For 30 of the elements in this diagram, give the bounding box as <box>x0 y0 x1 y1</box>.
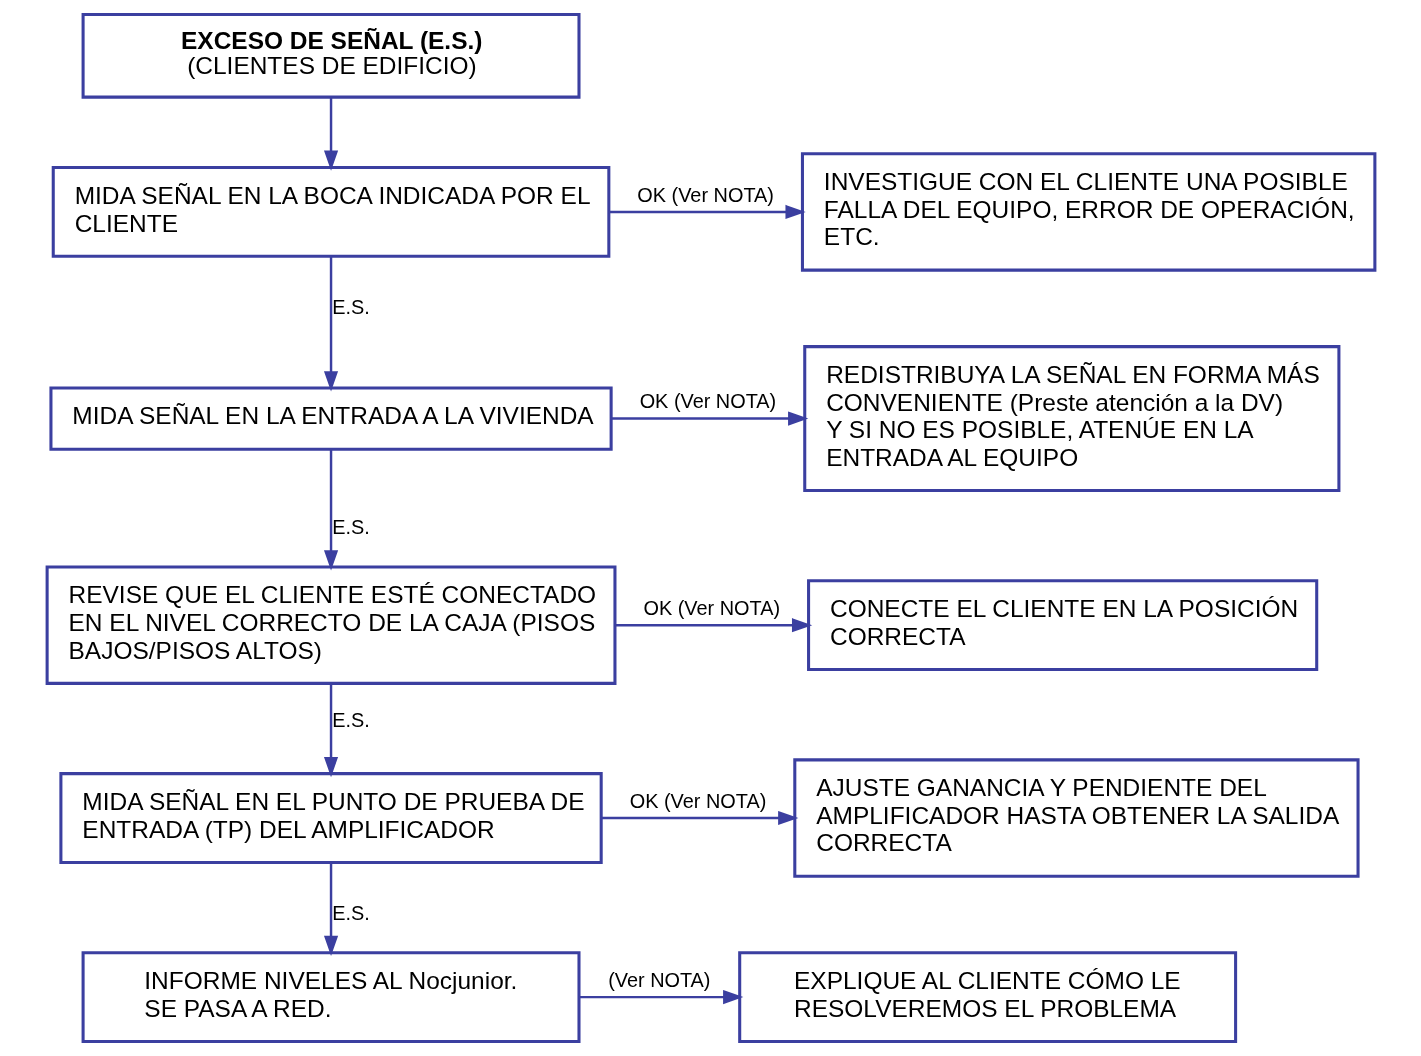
arrow <box>614 618 812 633</box>
node-box: CONECTE EL CLIENTE EN LA POSICIÓN CORRECTA <box>806 579 1318 672</box>
arrow <box>323 97 338 171</box>
edge-label: OK (Ver NOTA) <box>639 390 776 413</box>
edge-label: (Ver NOTA) <box>607 969 711 992</box>
node-box: MIDA SEÑAL EN LA BOCA INDICADA POR EL CLIENTE <box>51 166 610 258</box>
node-box: INFORME NIVELES AL Nocjunior. SE PASA A RED. <box>81 951 580 1044</box>
edge-label: E.S. <box>331 295 370 318</box>
arrow <box>323 449 338 571</box>
node-box: MIDA SEÑAL EN LA ENTRADA A LA VIVIENDA <box>48 386 613 451</box>
arrow <box>608 204 806 220</box>
node-box: REVISE QUE EL CLIENTE ESTÉ CONECTADO EN EL NIVEL CORRECTO DE LA CAJA (PISOS BAJOS/PISOS ALTOS) <box>45 565 616 685</box>
arrow <box>611 411 808 426</box>
arrow <box>323 683 338 778</box>
edge-label: E.S. <box>331 515 370 538</box>
node-box: MIDA SEÑAL EN EL PUNTO DE PRUEBA DE ENTRADA (TP) DEL AMPLIFICADOR <box>58 772 603 864</box>
edge-label: E.S. <box>331 901 370 924</box>
edge-label: OK (Ver NOTA) <box>642 597 780 620</box>
node-box: INVESTIGUE CON EL CLIENTE UNA POSIBLE FALLA DEL EQUIPO, ERROR DE OPERACIÓN, ETC. <box>800 152 1376 272</box>
edge-label: OK (Ver NOTA) <box>629 789 766 812</box>
arrow <box>323 862 338 957</box>
edge-label: OK (Ver NOTA) <box>636 183 774 206</box>
node-box: AJUSTE GANANCIA Y PENDIENTE DEL AMPLIFICADOR HASTA OBTENER LA SALIDA CORRECTA <box>792 758 1360 878</box>
edge-label: E.S. <box>331 708 370 731</box>
node-box: EXCESO DE SEÑAL (E.S.) (CLIENTES DE EDIFICIO) <box>81 12 580 99</box>
node-box: REDISTRIBUYA LA SEÑAL EN FORMA MÁS CONVENIENTE (Preste atención a la DV) Y SI NO ES POSIBLE, ATENÚE EN LA ENTRADA AL EQUIPO <box>802 345 1340 493</box>
node-box: EXPLIQUE AL CLIENTE CÓMO LE RESOLVEREMOS EL PROBLEMA <box>737 951 1237 1044</box>
arrow <box>600 810 798 826</box>
arrow <box>323 256 338 392</box>
arrow <box>578 990 743 1005</box>
